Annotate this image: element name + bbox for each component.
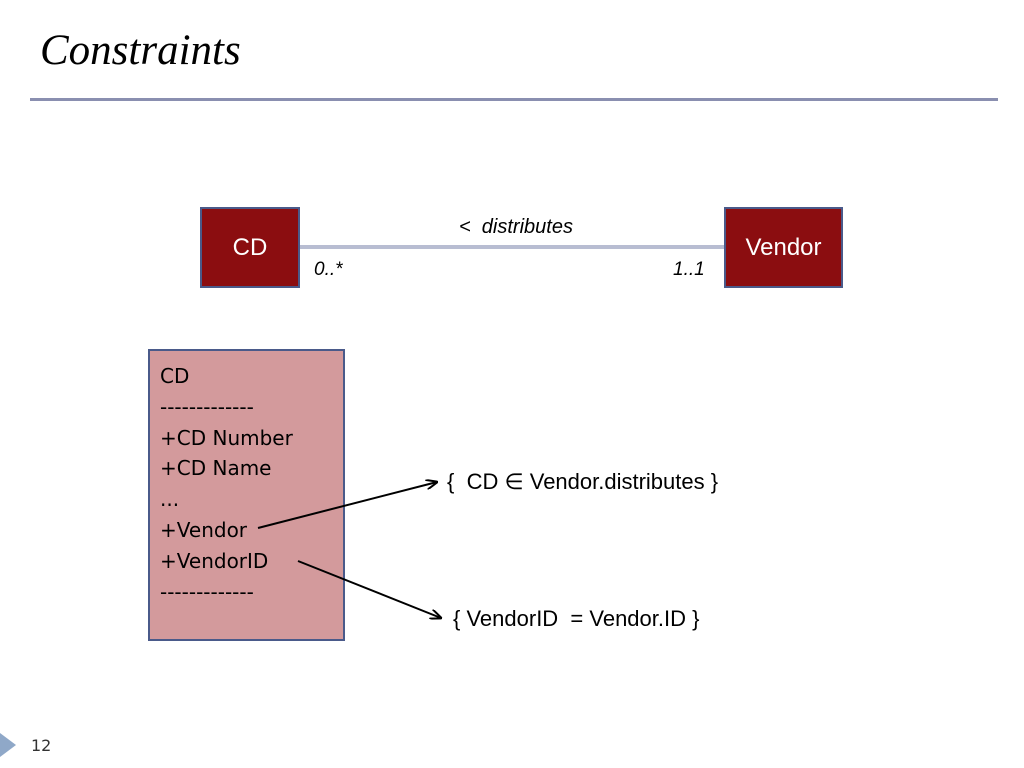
cd-entity-label: CD [232,233,268,261]
right-multiplicity: 1..1 [673,259,705,280]
vendor-entity-label: Vendor [745,233,822,261]
title-divider [30,98,998,101]
class-attribute-cd-name: +CD Name [160,456,272,481]
vendorid-constraint: { VendorID = Vendor.ID } [453,606,700,631]
class-attribute-cd-number: +CD Number [160,425,293,450]
class-attribute-vendor: +Vendor [160,517,248,542]
class-attribute-vendorid: +VendorID [160,548,269,573]
class-attribute-ellipsis: ... [160,487,180,512]
page-number: 12 [31,736,52,755]
left-multiplicity: 0..* [314,259,343,280]
cd-entity-box: CD [200,207,300,288]
class-name: CD [160,364,190,388]
association-line [300,245,724,249]
class-separator: ------------- [160,394,254,419]
cd-class-box: CD ------------- +CD Number +CD Name ...… [148,349,345,641]
association-label: < distributes [459,216,573,238]
vendor-constraint: { CD ∈ Vendor.distributes } [447,469,719,494]
vendor-entity-box: Vendor [724,207,843,288]
class-separator-bottom: ------------- [160,579,254,604]
slide-title: Constraints [40,27,241,74]
page-marker-icon [0,733,16,757]
